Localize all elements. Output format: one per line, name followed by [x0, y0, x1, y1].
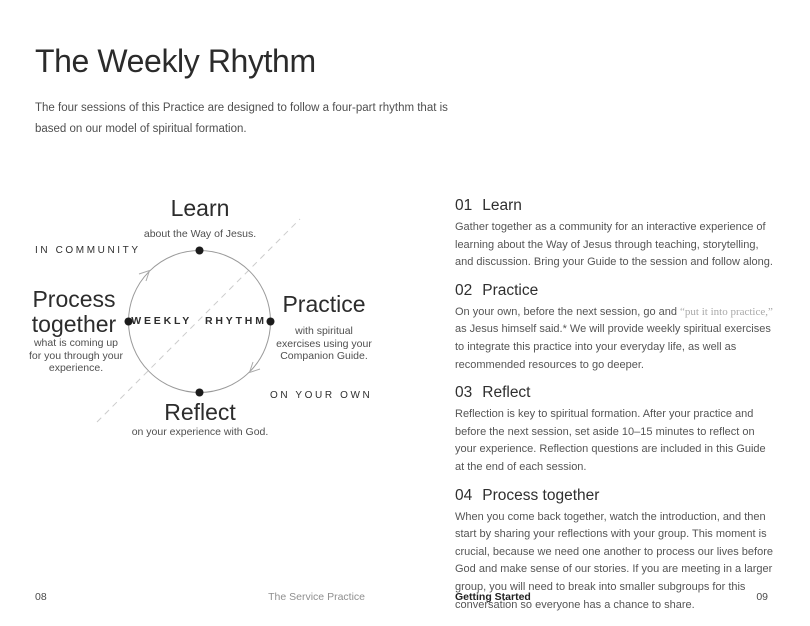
section-practice-heading: 02 Practice	[455, 281, 773, 301]
section-process-body: When you come back together, watch the i…	[455, 510, 773, 611]
section-title: Reflect	[482, 384, 531, 402]
right-page-number: 09	[756, 591, 768, 603]
section-number: 03	[455, 384, 473, 402]
process-desc-line-1: what is coming up	[33, 337, 119, 349]
process-desc-line-3: experience.	[48, 362, 104, 374]
community-own-divider-dashed-line	[96, 218, 301, 423]
context-label-in-community: IN COMMUNITY	[35, 245, 141, 256]
section-learn-heading: 01 Learn	[455, 196, 773, 216]
hub-title: WEEKLY RHYTHM	[131, 315, 266, 327]
section-learn: 01 Learn Gather together as a community …	[455, 196, 773, 272]
hub-word-weekly: WEEKLY	[131, 315, 193, 327]
section-number: 02	[455, 281, 473, 299]
process-label-line-1: Process	[32, 286, 116, 312]
process-node-desc: what is coming up for you through your e…	[29, 337, 123, 375]
learn-node-desc: about the Way of Jesus.	[143, 228, 257, 240]
practice-node-desc: with spiritual exercises using your Comp…	[276, 325, 372, 363]
practice-desc-line-2: exercises using your	[276, 337, 372, 350]
section-reflect: 03 Reflect Reflection is key to spiritua…	[455, 383, 773, 476]
page-subtitle: The four sessions of this Practice are d…	[35, 98, 448, 140]
section-number: 01	[455, 197, 473, 214]
process-node-dot	[124, 317, 133, 326]
process-label-line-2: together	[31, 311, 117, 337]
section-title: Process together	[482, 486, 600, 504]
section-title: Practice	[482, 281, 539, 299]
process-node-label: Process together	[32, 287, 116, 337]
sections-column: 01 Learn Gather together as a community …	[455, 196, 773, 626]
learn-node-dot	[195, 246, 204, 255]
weekly-rhythm-diagram: WEEKLY RHYTHM IN COMMUNITY ON YOUR OWN L…	[20, 190, 410, 450]
section-title: Learn	[482, 197, 522, 214]
process-desc-line-2: for you through your	[29, 349, 123, 362]
subtitle-line-1: The four sessions of this Practice are d…	[35, 102, 448, 114]
context-label-on-your-own: ON YOUR OWN	[270, 390, 373, 401]
practice-desc-line-1: with spiritual	[295, 325, 353, 337]
scripture-quote: “put it into practice,”	[680, 305, 773, 318]
reflect-node-dot	[195, 388, 204, 397]
section-practice-body: On your own, before the next session, go…	[455, 304, 773, 374]
section-reflect-body: Reflection is key to spiritual formation…	[455, 408, 766, 473]
right-running-header: Getting Started	[455, 591, 531, 603]
practice-node-label: Practice	[282, 291, 366, 317]
left-page-number: 08	[35, 591, 47, 603]
left-running-header: The Service Practice	[268, 591, 365, 603]
learn-node-label: Learn	[170, 195, 230, 221]
body-text-post: as Jesus himself said.* We will provide …	[455, 323, 771, 371]
reflect-node-desc: on your experience with God.	[131, 426, 269, 438]
body-text-pre: On your own, before the next session, go…	[455, 305, 681, 318]
rhythm-circle-graphic	[96, 218, 301, 423]
reflect-node-label: Reflect	[164, 399, 236, 425]
practice-node-dot	[266, 317, 275, 326]
section-process-heading: 04 Process together	[455, 486, 773, 506]
hub-word-rhythm: RHYTHM	[205, 315, 267, 327]
page-title: The Weekly Rhythm	[35, 43, 316, 79]
section-practice: 02 Practice On your own, before the next…	[455, 281, 773, 374]
practice-desc-line-3: Companion Guide.	[280, 350, 368, 362]
clockwise-arrow-bottom-right-icon	[248, 361, 261, 374]
section-number: 04	[455, 486, 473, 504]
section-process-together: 04 Process together When you come back t…	[455, 486, 773, 615]
section-reflect-heading: 03 Reflect	[455, 383, 773, 403]
clockwise-arrow-top-left-icon	[138, 269, 151, 282]
subtitle-line-2: based on our model of spiritual formatio…	[35, 123, 247, 135]
section-learn-body: Gather together as a community for an in…	[455, 221, 773, 269]
